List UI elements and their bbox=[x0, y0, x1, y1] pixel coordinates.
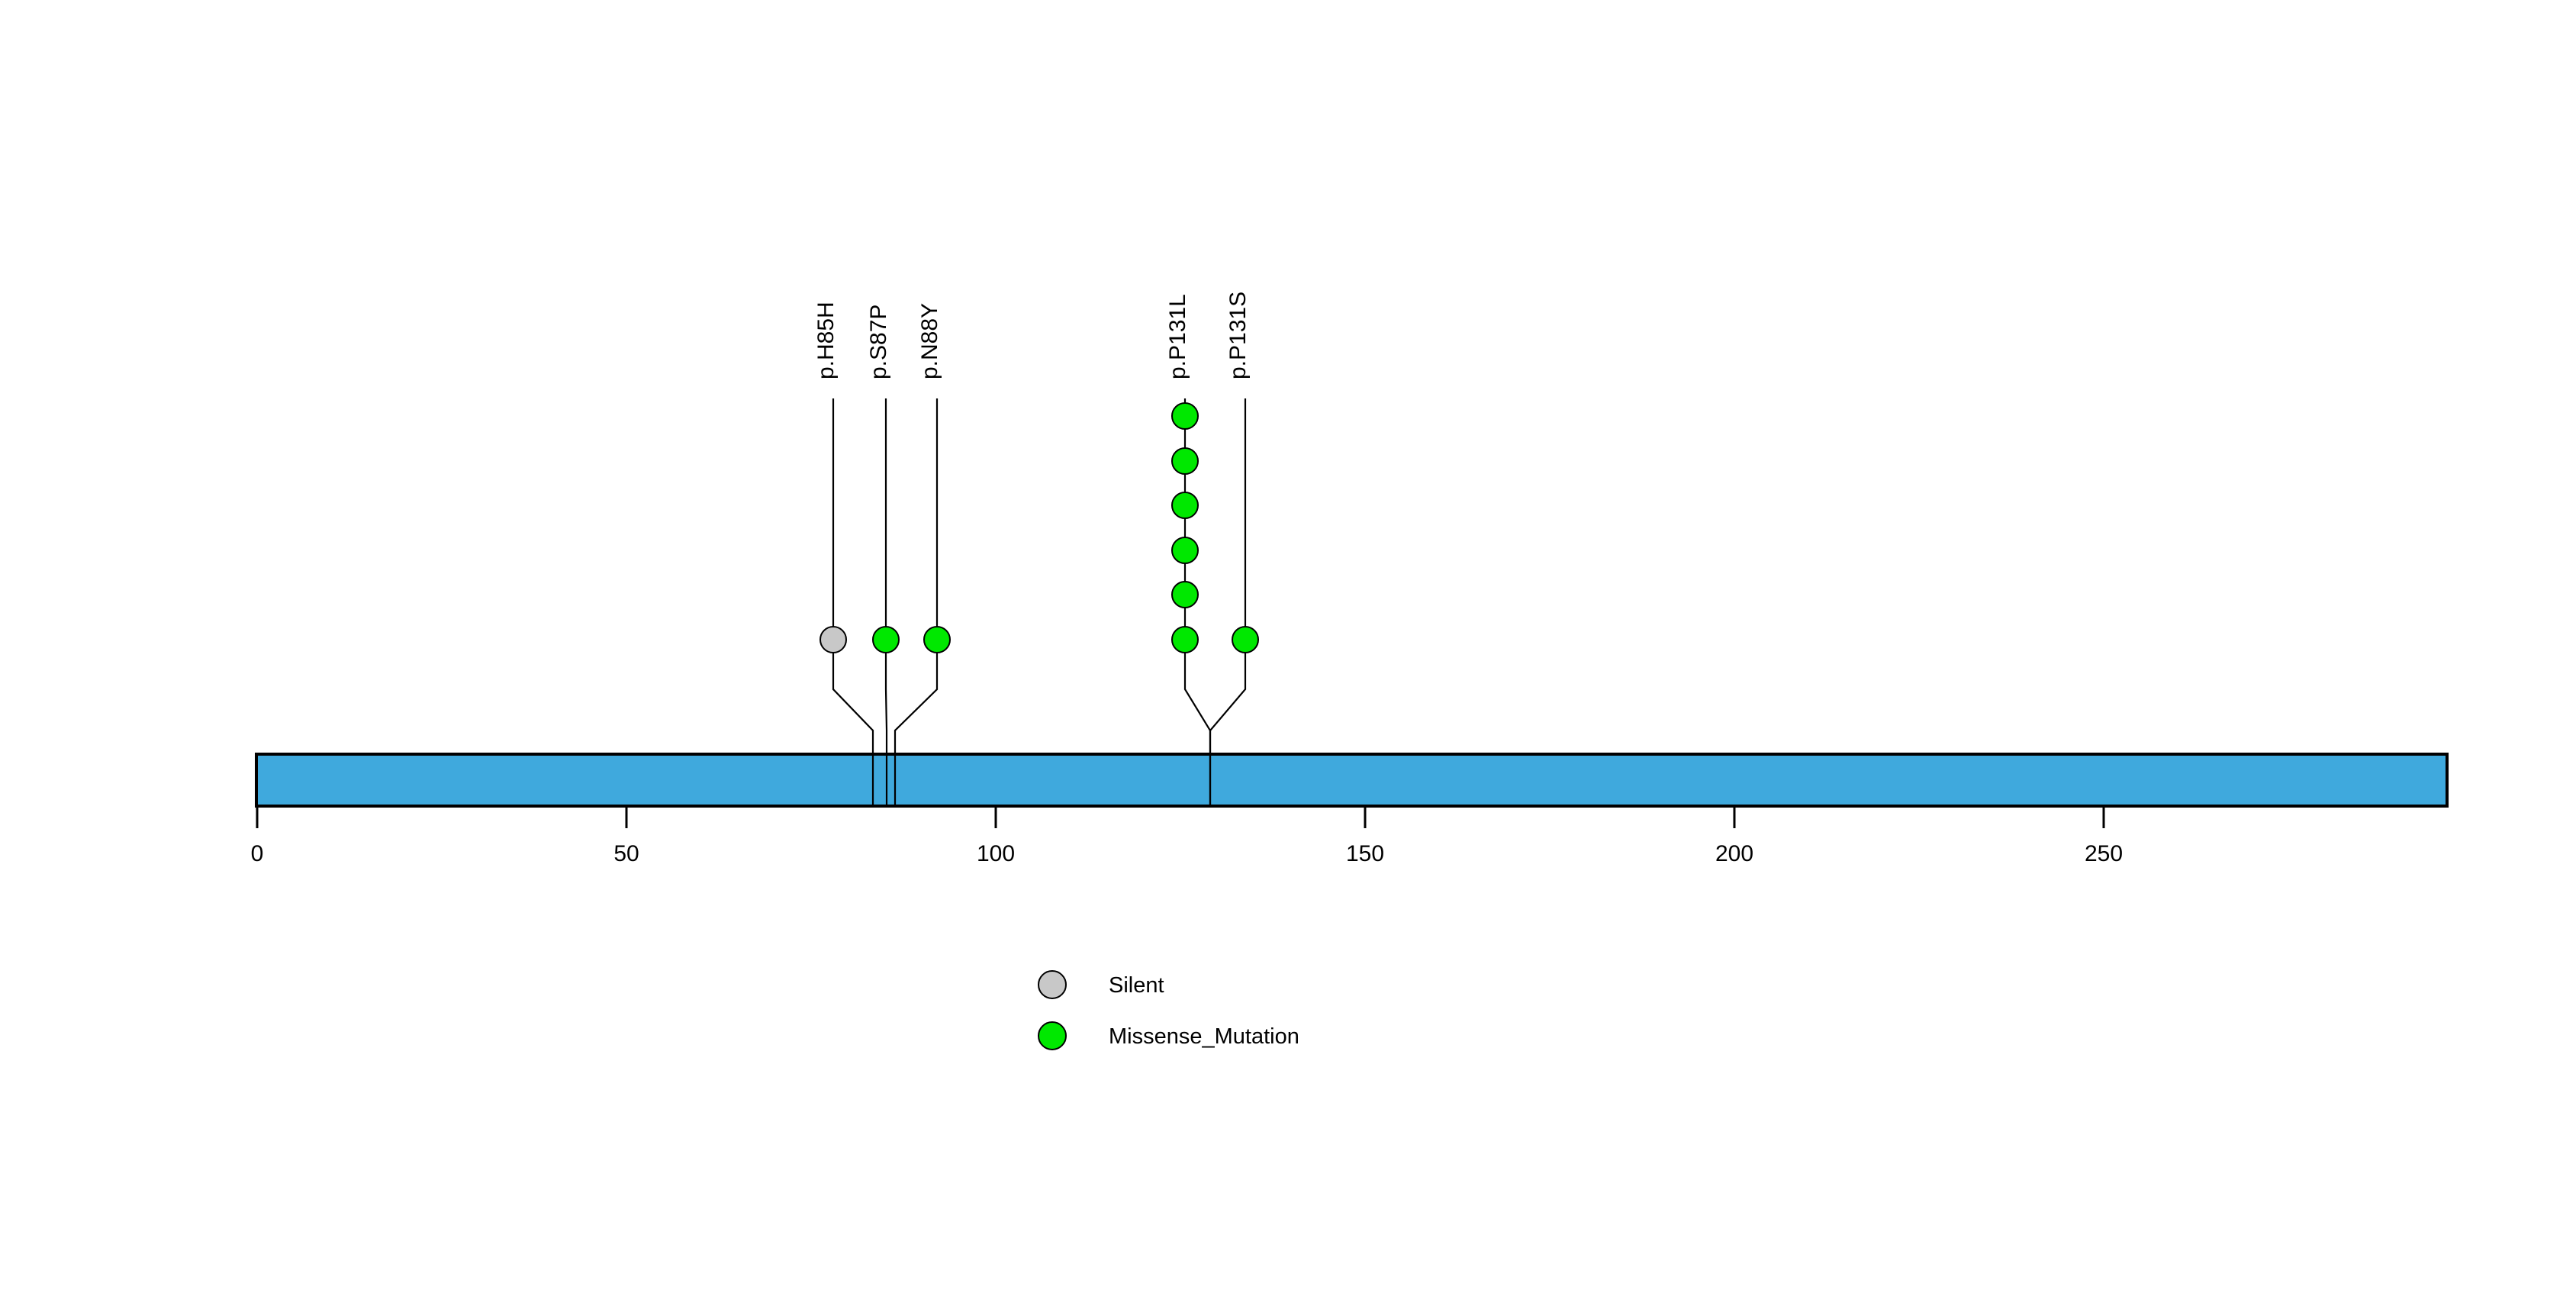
protein-backbone-bar bbox=[255, 753, 2449, 808]
lollipop-marker-p-P131L-6[interactable] bbox=[1171, 402, 1199, 430]
lollipop-p-P131S[interactable]: p.P131S bbox=[1209, 292, 1259, 806]
lollipop-stem-p-H85H bbox=[832, 398, 874, 806]
lollipop-marker-p-N88Y-1[interactable] bbox=[923, 626, 951, 653]
axis-tick-label-50: 50 bbox=[613, 841, 639, 866]
lollipop-p-P131L[interactable]: p.P131L bbox=[1165, 294, 1212, 806]
axis-tick-label-150: 150 bbox=[1346, 841, 1384, 866]
lollipop-marker-p-S87P-1[interactable] bbox=[872, 626, 900, 653]
legend-entry-silent[interactable]: Silent bbox=[1038, 970, 1164, 999]
lollipop-label-p-N88Y: p.N88Y bbox=[917, 303, 942, 379]
lollipop-marker-p-P131L-4[interactable] bbox=[1171, 492, 1199, 519]
axis-tick-label-250: 250 bbox=[2085, 841, 2123, 866]
lollipop-stem-p-P131S bbox=[1209, 398, 1247, 806]
lollipop-label-p-P131L: p.P131L bbox=[1165, 294, 1190, 379]
legend: Silent Missense_Mutation bbox=[1038, 970, 1299, 1050]
legend-swatch-silent bbox=[1038, 970, 1067, 999]
lollipop-marker-p-P131L-1[interactable] bbox=[1171, 626, 1199, 653]
axis-tick-label-0: 0 bbox=[251, 841, 264, 866]
legend-label-silent: Silent bbox=[1109, 973, 1164, 998]
lollipop-p-H85H[interactable]: p.H85H bbox=[813, 302, 874, 806]
lollipop-marker-p-H85H-1[interactable] bbox=[819, 626, 847, 653]
legend-entry-missense-mutation[interactable]: Missense_Mutation bbox=[1038, 1021, 1299, 1050]
lollipop-stem-p-S87P bbox=[884, 398, 888, 806]
axis-group: 0 50 100 150 200 250 bbox=[251, 806, 2123, 866]
lollipop-stem-p-N88Y bbox=[894, 398, 939, 806]
lollipop-p-N88Y[interactable]: p.N88Y bbox=[894, 303, 951, 806]
legend-swatch-missense-mutation bbox=[1038, 1021, 1067, 1050]
axis-tick-label-200: 200 bbox=[1715, 841, 1753, 866]
lollipop-marker-p-P131L-5[interactable] bbox=[1171, 447, 1199, 475]
lollipop-label-p-H85H: p.H85H bbox=[813, 302, 839, 379]
lollipop-marker-p-P131L-2[interactable] bbox=[1171, 581, 1199, 608]
legend-label-missense-mutation: Missense_Mutation bbox=[1109, 1024, 1299, 1049]
lollipop-label-p-P131S: p.P131S bbox=[1225, 292, 1251, 379]
lollipop-marker-p-P131S-1[interactable] bbox=[1232, 626, 1259, 653]
lollipop-marker-p-P131L-3[interactable] bbox=[1171, 537, 1199, 564]
lollipop-label-p-S87P: p.S87P bbox=[866, 305, 891, 379]
axis-tick-label-100: 100 bbox=[977, 841, 1015, 866]
lollipop-p-S87P[interactable]: p.S87P bbox=[866, 305, 900, 806]
